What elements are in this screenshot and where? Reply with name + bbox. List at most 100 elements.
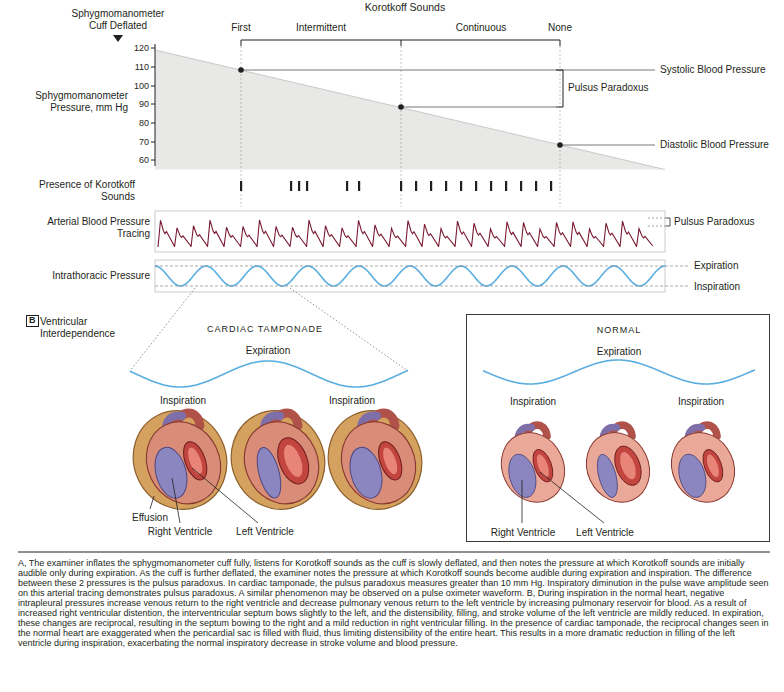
- zoom-line: [130, 288, 195, 371]
- phase-label: Inspiration: [694, 281, 740, 293]
- pressure-line: [401, 107, 556, 108]
- sound-bar: [415, 181, 417, 191]
- left-ventricle: [529, 447, 557, 485]
- level-line: [155, 286, 690, 287]
- part-label: Left Ventricle: [236, 526, 294, 538]
- sound-bar: [290, 181, 292, 191]
- bracket-label: Pulsus Paradoxus: [674, 216, 755, 228]
- tick-label: 110: [135, 62, 149, 72]
- leader-line: [150, 496, 154, 509]
- panel-title: NORMAL: [597, 325, 642, 335]
- tick-label: 70: [139, 137, 149, 147]
- sound-bar: [430, 181, 432, 191]
- bracket-label: Pulsus Paradoxus: [568, 82, 649, 94]
- leader-line: [522, 480, 523, 523]
- phase-label: Expiration: [597, 346, 641, 358]
- section-heading: Ventricular Interdependence: [40, 316, 135, 339]
- heart-illustration: [575, 422, 661, 513]
- pressure-dot: [238, 67, 244, 73]
- pressure-label: Diastolic Blood Pressure: [660, 139, 769, 151]
- phase-bracket: [241, 40, 560, 46]
- ventricle-panel: [117, 288, 755, 525]
- axis-tick: [151, 123, 155, 124]
- left-ventricle: [610, 442, 646, 488]
- pressure-dot: [398, 104, 404, 110]
- sound-bar: [445, 181, 447, 191]
- left-ventricle: [179, 439, 211, 483]
- leader-line: [540, 472, 604, 523]
- sound-bar: [550, 181, 552, 191]
- marker-triangle: [113, 35, 123, 42]
- phase-label: Intermittent: [296, 22, 346, 34]
- left-ventricle: [699, 447, 727, 485]
- level-line: [155, 266, 690, 267]
- section-title: Korotkoff Sounds: [365, 1, 445, 13]
- tracing-frame: [155, 260, 665, 292]
- amplitude-line: [648, 218, 668, 219]
- phase-label: Inspiration: [510, 396, 556, 408]
- ventricle-cavity: [380, 446, 400, 476]
- phase-label: Inspiration: [329, 395, 375, 407]
- sound-bar: [475, 181, 477, 191]
- sound-bar: [306, 181, 308, 191]
- phase-label: First: [231, 22, 250, 34]
- row-label: Arterial Blood Pressure Tracing: [25, 216, 150, 239]
- cuff-pressure-line: [155, 50, 665, 170]
- tick-label: 100: [134, 81, 149, 91]
- axis-tick: [151, 160, 155, 161]
- heart-illustration: [490, 422, 576, 513]
- axis-tick: [151, 48, 155, 49]
- normal-panel: NORMALExpirationInspirationInspirationRi…: [466, 314, 770, 542]
- tick-label: 120: [134, 43, 149, 53]
- chart-panel: [113, 35, 690, 292]
- pressure-dot: [557, 142, 563, 148]
- cuff-pressure-area: [155, 50, 665, 170]
- heart-wall: [575, 422, 661, 513]
- sound-bar: [505, 181, 507, 191]
- left-ventricle: [374, 439, 406, 483]
- phase-label: Expiration: [246, 345, 290, 357]
- effusion: [117, 395, 243, 525]
- sound-bar: [298, 181, 300, 191]
- ventricle-cavity: [617, 450, 639, 481]
- leader-line: [192, 468, 258, 523]
- systolic-line: [241, 70, 655, 71]
- bracket: [556, 70, 563, 107]
- heart-illustration: [660, 422, 746, 513]
- ventricle-cavity: [704, 453, 721, 479]
- phase-label: Inspiration: [678, 396, 724, 408]
- sound-bar: [535, 181, 537, 191]
- caption-rule: [18, 552, 770, 553]
- respiration-wave: [483, 360, 755, 384]
- effusion: [312, 395, 438, 525]
- heart-illustration: [215, 395, 341, 525]
- part-label: Left Ventricle: [576, 527, 634, 539]
- tick-label: 80: [139, 118, 149, 128]
- tracing-frame: [155, 211, 665, 252]
- heart-wall: [231, 410, 332, 517]
- heart-wall: [490, 422, 576, 513]
- leader-line: [172, 478, 180, 523]
- effusion: [215, 395, 341, 525]
- sound-bar: [346, 181, 348, 191]
- bracket: [666, 218, 670, 226]
- tick-label: 60: [139, 155, 149, 165]
- phase-label: Inspiration: [160, 395, 206, 407]
- axis-tick: [151, 104, 155, 105]
- part-label: Effusion: [132, 512, 168, 524]
- amplitude-line: [648, 226, 668, 227]
- row-label: Intrathoracic Pressure: [52, 270, 150, 282]
- sound-bar: [460, 181, 462, 191]
- heart-illustration: [312, 395, 438, 525]
- sound-bar: [520, 181, 522, 191]
- axis-tick: [151, 67, 155, 68]
- intrathoracic-wave: [155, 266, 665, 286]
- phase-label: Continuous: [456, 22, 507, 34]
- left-ventricle: [272, 434, 315, 489]
- heart-wall: [328, 410, 429, 517]
- section-heading-box: BVentricular Interdependence: [26, 314, 151, 346]
- heart-illustration: [117, 395, 243, 525]
- ventricle-cavity: [280, 442, 306, 479]
- axis-tick: [151, 86, 155, 87]
- tick-label: 90: [139, 99, 149, 109]
